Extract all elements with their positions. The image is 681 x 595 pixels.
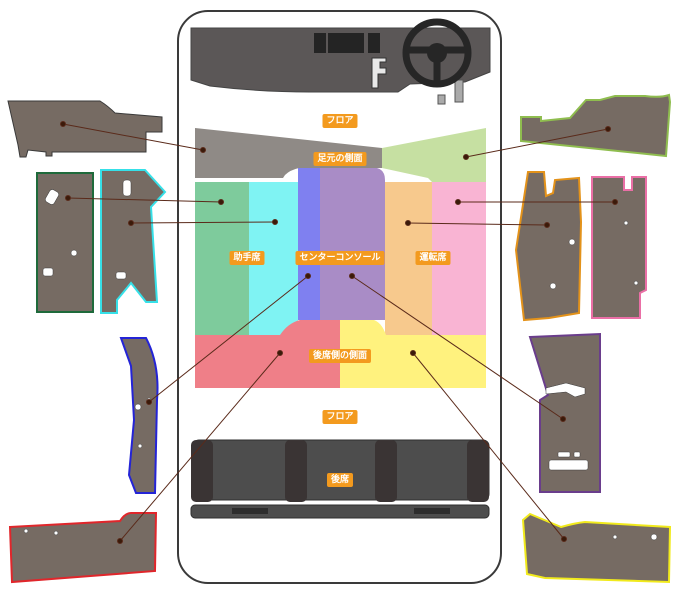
mat-footwell-right: [520, 93, 672, 158]
label-floor-bottom: フロア: [322, 410, 358, 424]
air-vent: [368, 33, 380, 53]
label-center-console: センターコンソール: [295, 251, 385, 265]
mat-passenger-left: [36, 172, 94, 313]
pedal: [454, 79, 464, 103]
mat-rear-left: [8, 512, 158, 584]
label-passenger-seat: 助手席: [229, 251, 265, 265]
mat-passenger-right: [100, 169, 167, 314]
shift-lever: [371, 57, 387, 89]
label-driver-seat: 運転席: [415, 251, 451, 265]
rear-seat: [190, 439, 490, 519]
pedal: [437, 94, 446, 105]
console-blue-region: [298, 168, 320, 320]
mat-footwell-left: [7, 100, 163, 158]
mat-console-left: [119, 337, 159, 494]
air-vent: [328, 33, 364, 53]
label-floor-top: フロア: [322, 114, 358, 128]
label-rear-side: 後席側の側面: [308, 349, 372, 363]
console-purple-region: [320, 168, 385, 320]
label-rear-seat: 後席: [326, 473, 354, 487]
mat-driver-right: [591, 176, 647, 319]
mat-driver-left: [514, 171, 583, 322]
footwell-side-right-region: [382, 128, 486, 182]
mat-rear-right: [521, 512, 672, 584]
connector-lines: [60, 121, 618, 544]
mat-console-right: [528, 332, 601, 493]
steering-wheel-icon: [402, 18, 472, 88]
air-vent: [314, 33, 326, 53]
label-footwell-side: 足元の側面: [313, 152, 367, 166]
